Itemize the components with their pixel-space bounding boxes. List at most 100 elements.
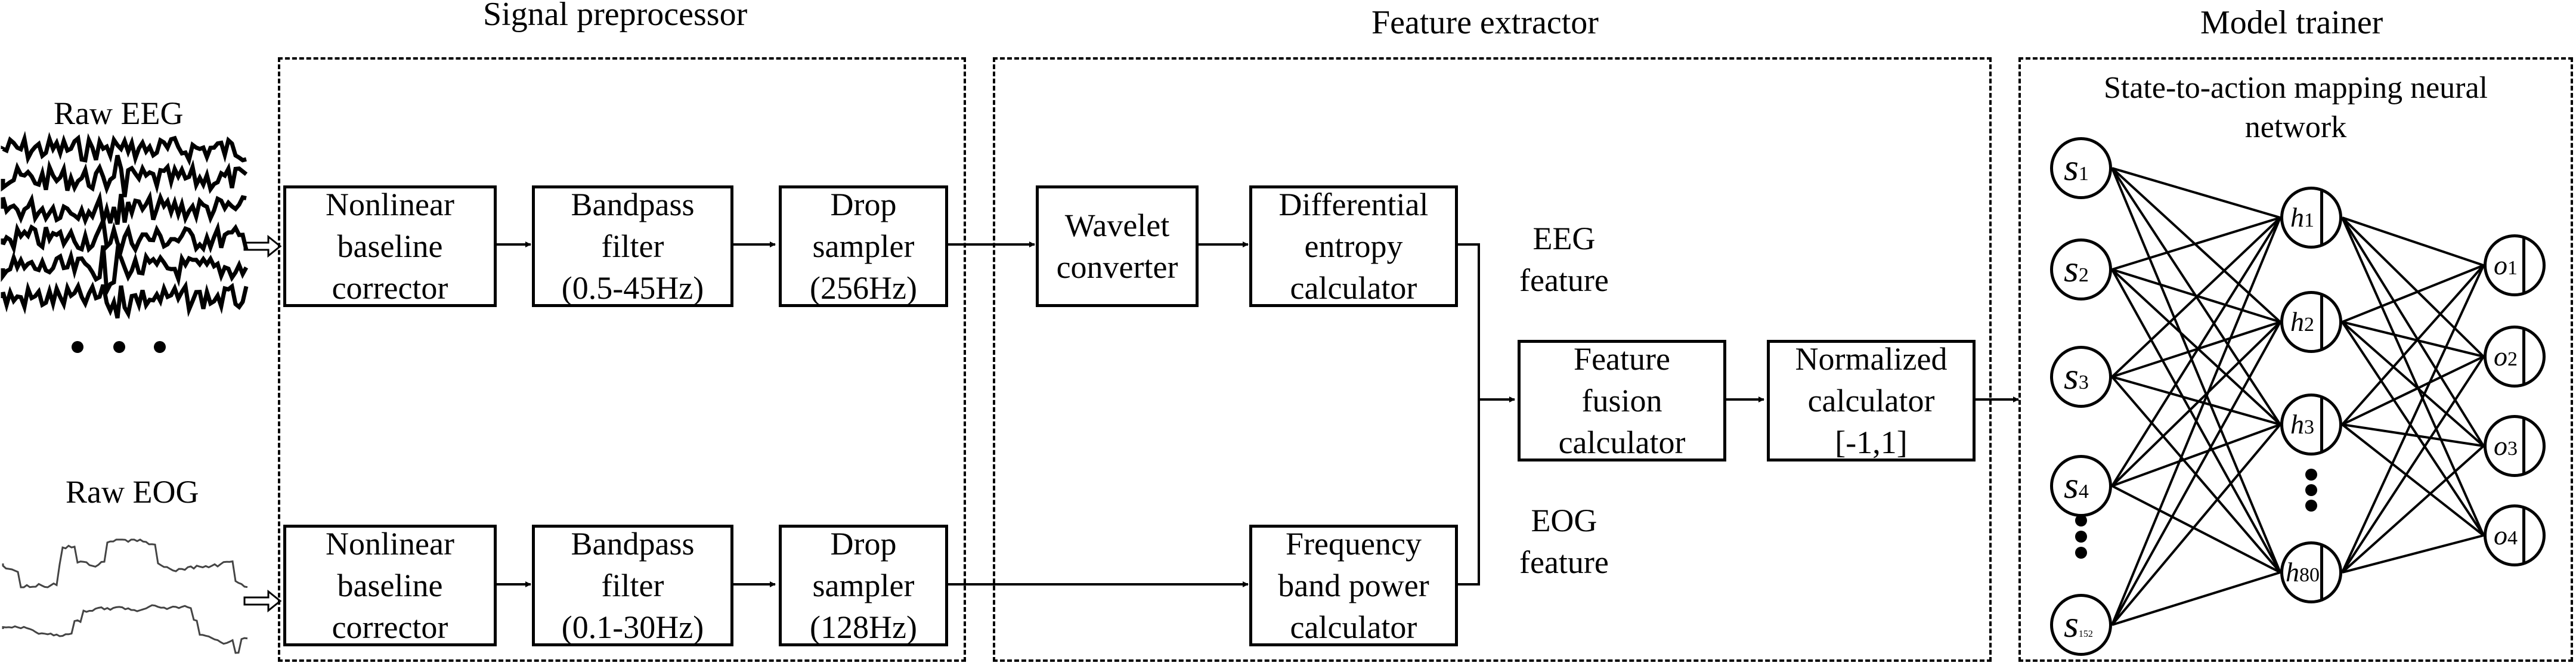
network-edge (2111, 217, 2281, 625)
baseline-corrector-eog: Nonlinear baseline corrector (283, 525, 497, 646)
node-divider (2522, 329, 2525, 385)
network-edge (2111, 423, 2281, 626)
eeg-trace-line (1, 280, 249, 320)
node-label: s152 (2064, 603, 2093, 645)
network-edge (2111, 167, 2281, 323)
wavelet-converter: Wavelet converter (1036, 185, 1199, 307)
network-node-h1: h1 (2280, 187, 2342, 249)
network-title: State-to-action mapping neural network (2103, 71, 2488, 144)
network-edge (2341, 216, 2485, 358)
frequency-band-power-calculator: Frequency band power calculator (1249, 525, 1458, 646)
raw-eog-label: Raw EOG (66, 474, 199, 510)
network-edge (2111, 321, 2281, 487)
eeg-trace-line (1, 131, 247, 166)
raw-eog-signal (2, 538, 248, 654)
network-node-h80: h80 (2280, 541, 2342, 603)
network-node-h2: h2 (2280, 291, 2342, 353)
network-node-s152: s152 (2050, 594, 2112, 656)
network-node-o2: o2 (2484, 326, 2546, 388)
eog-trace-line (2, 604, 248, 654)
network-edge (2111, 571, 2281, 626)
eog-trace-line (2, 538, 248, 588)
trainer-group (2018, 57, 2573, 662)
extractor-group (993, 57, 1992, 662)
network-edge (2341, 321, 2485, 447)
network-edge (2111, 168, 2281, 573)
node-divider (2320, 544, 2323, 600)
preprocessor-group (278, 57, 966, 662)
node-label: o4 (2494, 520, 2518, 550)
section-title-preprocessor: Signal preprocessor (483, 0, 748, 33)
node-label: s3 (2064, 355, 2089, 397)
network-edge (2111, 216, 2281, 271)
node-divider (2320, 396, 2323, 453)
network-edge (2111, 376, 2281, 426)
node-label: o1 (2494, 250, 2518, 280)
network-edge (2341, 423, 2485, 537)
network-edge (2342, 216, 2484, 267)
eog-input-arrow (243, 589, 282, 613)
raw-eeg-label: Raw EEG (54, 95, 184, 131)
bandpass-filter-eeg: Bandpass filter (0.5-45Hz) (532, 185, 733, 307)
drop-sampler-eeg: Drop sampler (256Hz) (779, 185, 948, 307)
network-edge (2111, 167, 2281, 219)
node-label: s4 (2064, 464, 2089, 506)
network-edge (2342, 264, 2484, 323)
node-label: s2 (2064, 247, 2089, 290)
eeg-trace-line (1, 190, 247, 227)
network-edge (2111, 321, 2281, 625)
network-ellipsis (2075, 469, 2317, 559)
node-label: o2 (2494, 341, 2518, 371)
eeg-trace-line (1, 154, 248, 197)
network-edge (2341, 265, 2485, 573)
node-divider (2320, 190, 2323, 246)
node-divider (2522, 507, 2525, 563)
network-node-s2: s2 (2050, 238, 2112, 301)
network-node-s4: s4 (2050, 455, 2112, 517)
network-node-s1: s1 (2050, 137, 2112, 199)
network-edge (2341, 355, 2485, 574)
network-edge (2341, 217, 2485, 536)
network-edge (2111, 216, 2281, 487)
network-edge (2341, 321, 2485, 537)
normalized-calculator: Normalized calculator [-1,1] (1767, 340, 1976, 461)
drop-sampler-eog: Drop sampler (128Hz) (779, 525, 948, 646)
section-title-trainer: Model trainer (2200, 4, 2383, 41)
eeg-ellipsis-dot (154, 341, 166, 353)
network-edge (2342, 355, 2484, 426)
node-label: h80 (2286, 557, 2320, 587)
node-divider (2522, 418, 2525, 474)
node-label: h1 (2290, 202, 2314, 233)
eeg-ellipsis-dot (113, 341, 125, 353)
node-divider (2320, 294, 2323, 350)
network-edge (2341, 445, 2485, 574)
node-divider (2522, 237, 2525, 293)
network-node-o1: o1 (2484, 234, 2546, 296)
network-edge (2341, 216, 2485, 447)
eog-feature-label: EOG feature (1519, 503, 1609, 580)
network-edges (2111, 167, 2485, 626)
raw-eeg-signal (1, 131, 249, 320)
network-edge (2342, 534, 2484, 574)
differential-entropy-calculator: Differential entropy calculator (1249, 185, 1458, 307)
network-edge (2111, 268, 2281, 426)
network-edge (2342, 423, 2484, 447)
network-edge (2111, 423, 2281, 487)
network-edge (2341, 264, 2485, 426)
eeg-trace-line (1, 213, 249, 256)
section-title-extractor: Feature extractor (1371, 4, 1599, 41)
eeg-trace-line (1, 244, 249, 299)
node-label: h2 (2290, 306, 2314, 337)
network-edge (2111, 321, 2281, 378)
network-edge (2342, 321, 2484, 358)
bandpass-filter-eog: Bandpass filter (0.1-30Hz) (532, 525, 733, 646)
network-node-s3: s3 (2050, 346, 2112, 408)
network-node-o3: o3 (2484, 415, 2546, 477)
node-label: s1 (2064, 146, 2089, 188)
eeg-input-arrow (243, 234, 282, 258)
node-label: h3 (2290, 409, 2314, 439)
network-node-o4: o4 (2484, 504, 2546, 566)
node-label: o3 (2494, 430, 2518, 461)
baseline-corrector-eeg: Nonlinear baseline corrector (283, 185, 497, 307)
